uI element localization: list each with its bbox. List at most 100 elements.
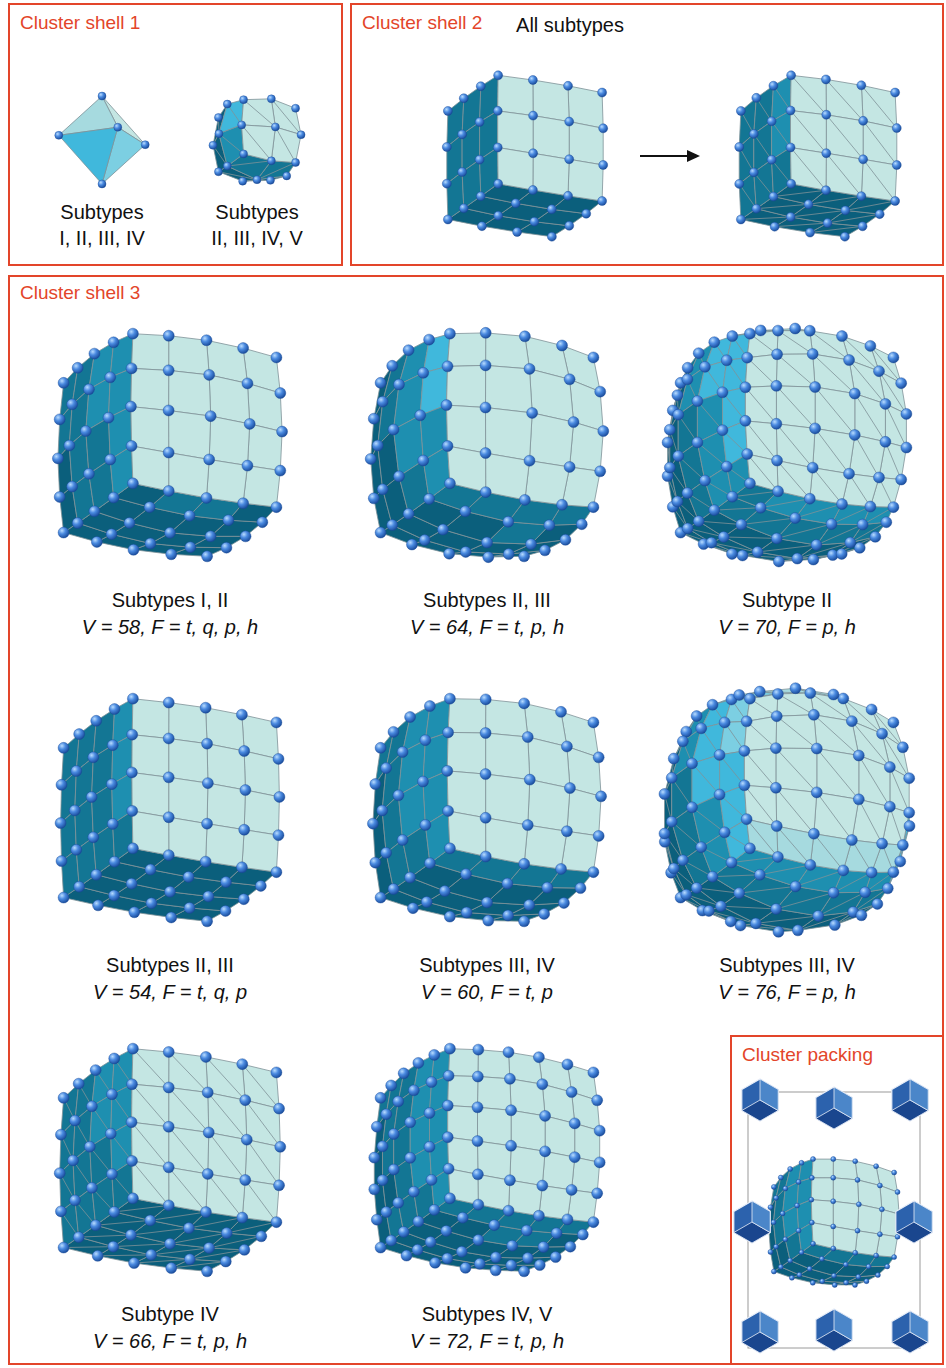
atom-dot xyxy=(58,377,69,388)
polyhedron-face xyxy=(533,116,569,160)
atom-dot xyxy=(106,779,117,790)
atom-dot xyxy=(200,856,211,867)
atom-dot xyxy=(441,400,452,411)
atom-dot xyxy=(693,516,704,527)
subtype-label: Subtype II xyxy=(742,588,832,612)
polyhedron-edge xyxy=(885,442,901,480)
atom-dot xyxy=(769,81,778,90)
atom-dot xyxy=(472,1071,483,1082)
polyhedron-face xyxy=(207,460,248,504)
atom-dot xyxy=(209,141,217,149)
atom-dot xyxy=(240,150,248,158)
polyhedron-face xyxy=(849,360,885,404)
polyhedron-face xyxy=(447,365,486,407)
polyhedron-edge xyxy=(113,1244,170,1247)
atom-dot xyxy=(126,363,137,374)
atom-dot xyxy=(727,331,738,342)
polyhedron-edge xyxy=(776,748,817,792)
atom-dot xyxy=(866,867,877,878)
cluster-polyhedron xyxy=(735,71,902,241)
atom-dot xyxy=(90,1220,101,1231)
polyhedron-face xyxy=(131,368,169,410)
atom-dot xyxy=(846,716,857,727)
atom-dot xyxy=(594,1125,605,1136)
atom-dot xyxy=(417,776,428,787)
atom-dot xyxy=(223,162,231,170)
atom-dot xyxy=(598,88,607,97)
polyhedron-edge xyxy=(131,1228,189,1235)
atom-dot xyxy=(744,843,755,854)
atom-dot xyxy=(821,186,830,195)
atom-dot xyxy=(768,1249,773,1254)
polyhedron-face xyxy=(833,1178,859,1205)
atom-dot xyxy=(692,396,703,407)
panel-heading: Cluster shell 3 xyxy=(20,281,140,305)
polyhedron-face xyxy=(561,831,599,872)
atom-dot xyxy=(257,517,268,528)
atom-dot xyxy=(752,93,761,102)
atom-dot xyxy=(744,328,755,339)
atom-dot xyxy=(184,1254,195,1265)
atom-dot xyxy=(413,1216,424,1227)
polyhedron-face xyxy=(772,148,792,197)
atom-dot xyxy=(444,478,455,489)
atom-dot xyxy=(522,732,533,743)
atom-dot xyxy=(885,1264,890,1269)
atom-dot xyxy=(386,1080,397,1091)
atom-dot xyxy=(458,168,467,177)
polyhedron-edge xyxy=(849,474,870,507)
atom-dot xyxy=(771,418,782,429)
atom-dot xyxy=(599,160,608,169)
atom-dot xyxy=(718,531,729,542)
polyhedron-edge xyxy=(720,755,745,785)
atom-dot xyxy=(537,1079,548,1090)
panel: Cluster shell 3Subtypes I, IIV = 58, F =… xyxy=(8,275,944,1365)
atom-dot xyxy=(550,1252,561,1263)
atom-dot xyxy=(54,1168,65,1179)
atom-dot xyxy=(237,1212,248,1223)
atom-dot xyxy=(482,897,493,908)
atom-dot xyxy=(534,1260,545,1271)
polyhedron-face xyxy=(113,811,133,862)
atom-dot xyxy=(388,1164,399,1175)
atom-dot xyxy=(55,818,66,829)
atom-dot xyxy=(719,827,730,838)
atom-dot xyxy=(370,779,381,790)
atom-dot xyxy=(127,328,138,339)
polyhedron-edge xyxy=(208,1174,243,1218)
polyhedron-face xyxy=(93,824,114,875)
atom-dot xyxy=(547,232,556,241)
atom-dot xyxy=(874,1253,879,1258)
atom-dot xyxy=(71,766,82,777)
atom-dot xyxy=(504,1175,515,1186)
atom-dot xyxy=(184,902,195,913)
atom-dot xyxy=(565,155,574,164)
atom-dot xyxy=(266,176,274,184)
atom-dot xyxy=(393,790,404,801)
atom-dot xyxy=(569,1152,580,1163)
atom-dot xyxy=(165,527,176,538)
atom-dot xyxy=(844,468,855,479)
atom-dot xyxy=(888,867,899,878)
atom-dot xyxy=(200,1051,211,1062)
atom-dot xyxy=(368,413,379,424)
atom-dot xyxy=(54,414,65,425)
atom-dot xyxy=(86,1182,97,1193)
cluster-polyhedron xyxy=(766,1157,901,1288)
atom-dot xyxy=(687,758,698,769)
atom-dot xyxy=(870,531,881,542)
atom-dot xyxy=(126,1079,137,1090)
atom-dot xyxy=(809,1175,814,1180)
atom-dot xyxy=(774,1244,779,1249)
atom-dot xyxy=(739,780,750,791)
cluster-polyhedron xyxy=(659,683,915,938)
atom-dot xyxy=(460,869,471,880)
polyhedron-face xyxy=(568,159,603,201)
atom-dot xyxy=(884,762,895,773)
atom-dot xyxy=(377,1141,388,1152)
polyhedron-edge xyxy=(777,354,815,387)
atom-dot xyxy=(403,508,414,519)
cluster-facet xyxy=(760,1079,778,1111)
atom-dot xyxy=(790,323,801,334)
atom-dot xyxy=(165,886,176,897)
